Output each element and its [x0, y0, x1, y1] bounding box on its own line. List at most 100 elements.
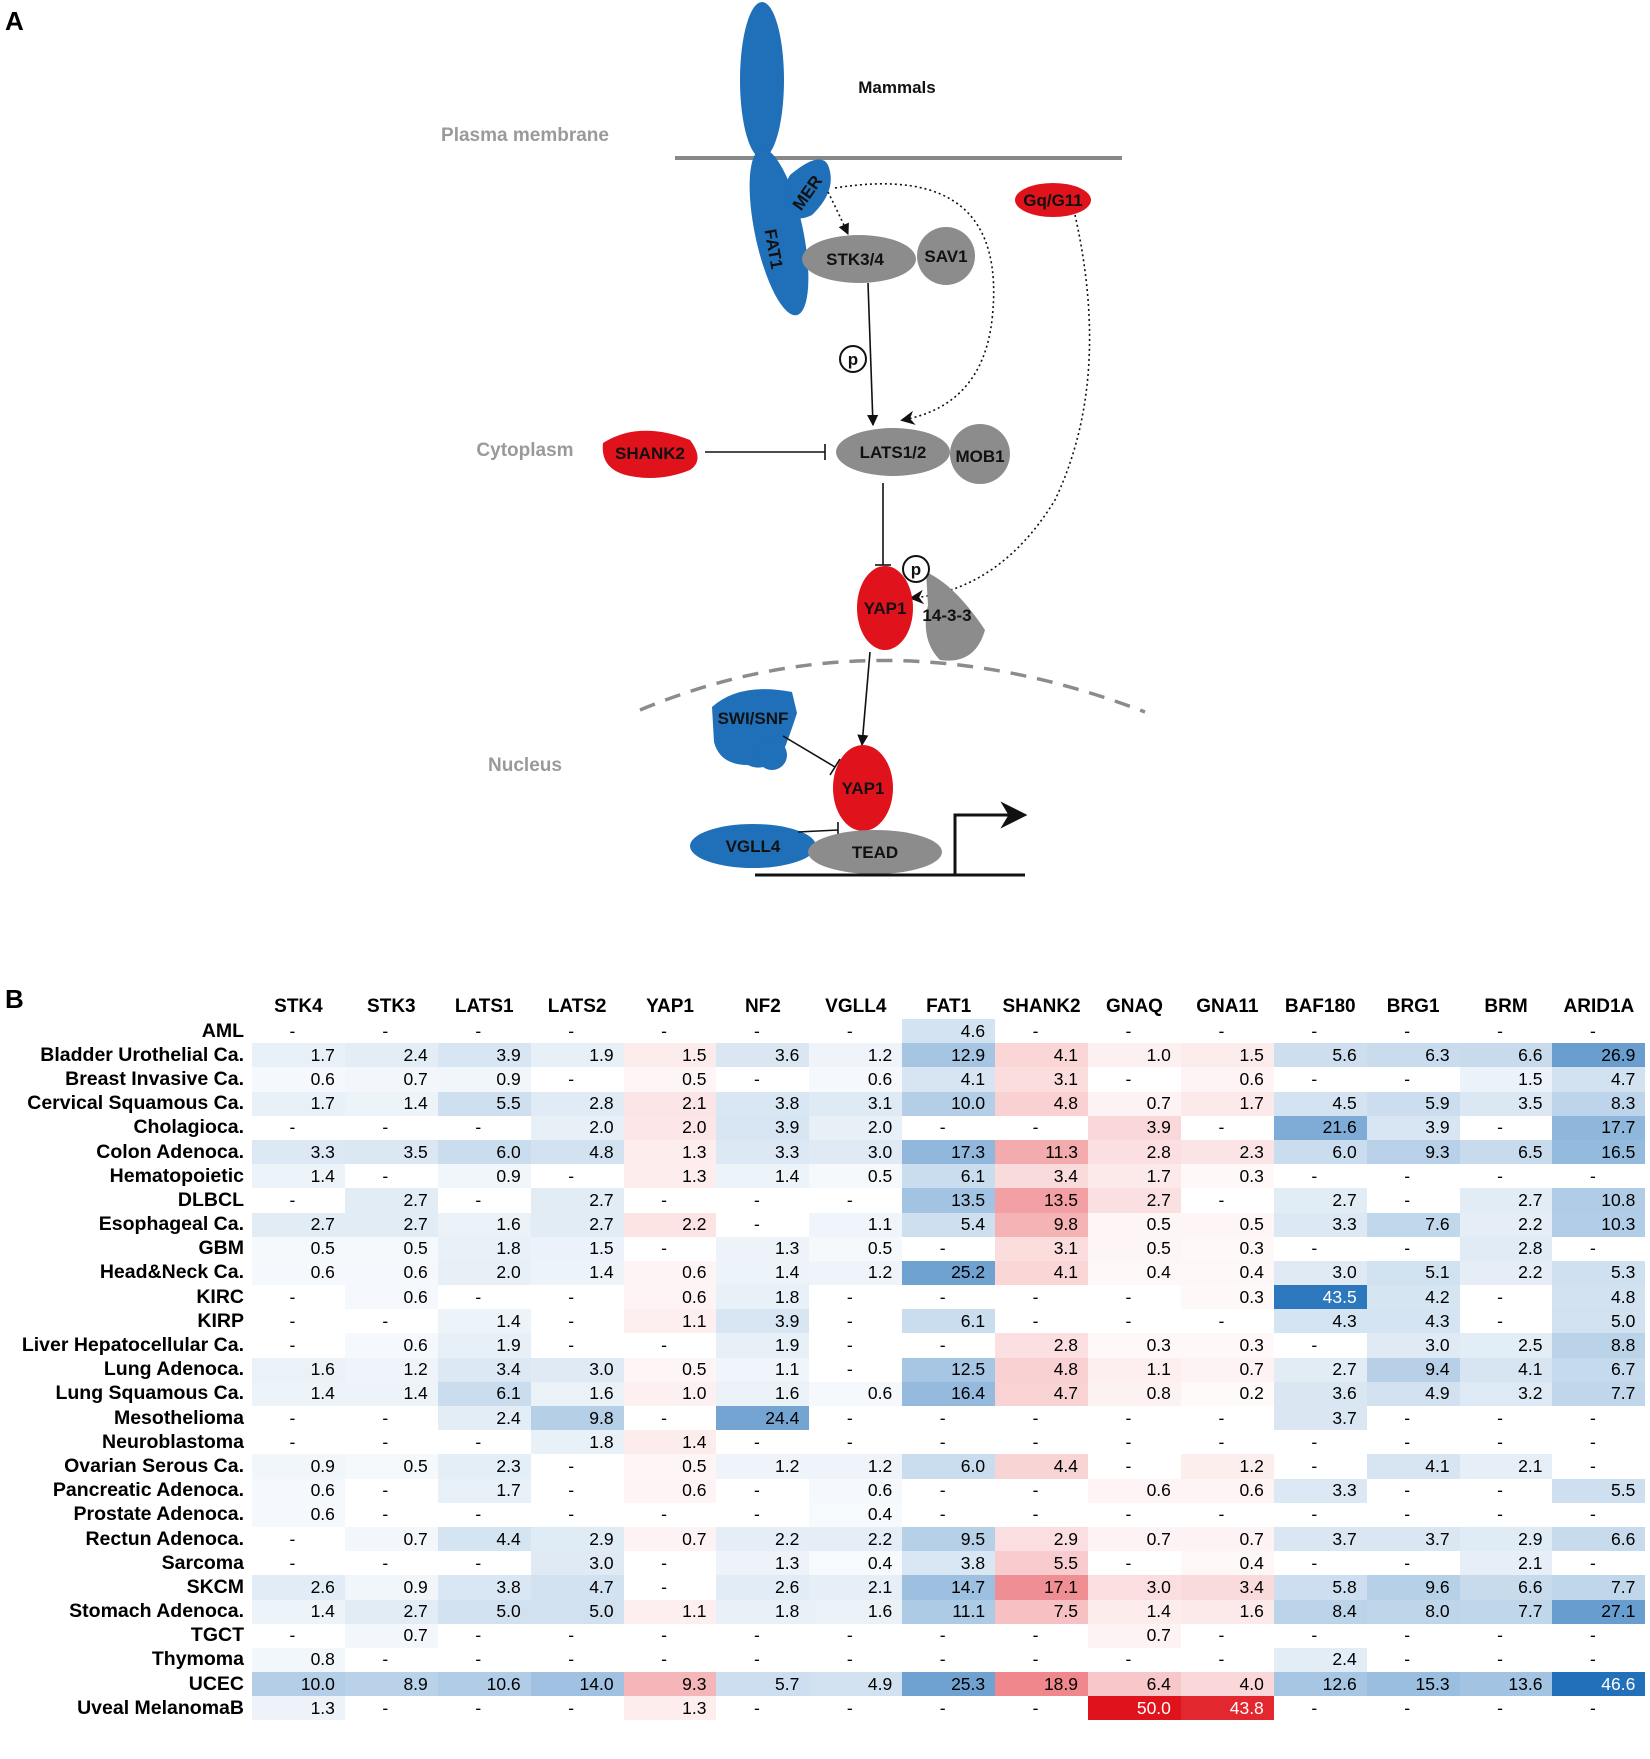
heatmap-cell: 8.9 [344, 1672, 438, 1697]
heatmap-cell: 1.1 [623, 1599, 717, 1624]
heatmap-cell: - [846, 1310, 853, 1331]
heatmap-cell: - [1125, 1407, 1132, 1428]
heatmap-cell: - [661, 1189, 667, 1210]
heatmap-cell: - [289, 1117, 296, 1138]
heatmap-cell: - [1218, 1431, 1225, 1452]
heatmap-cell: 15.3 [1366, 1672, 1460, 1697]
heatmap-cell: - [661, 1552, 667, 1573]
table-row: TGCT-0.7-------0.7----- [0, 1623, 1645, 1648]
heatmap-cell: 6.0 [902, 1454, 996, 1479]
heatmap-cell: 0.4 [1088, 1260, 1181, 1286]
row-label: Colon Adenoca. [96, 1140, 244, 1163]
heatmap-cell: 4.1 [902, 1067, 996, 1092]
heatmap-cell: 9.6 [1366, 1575, 1460, 1600]
heatmap-cell: - [475, 1552, 482, 1573]
shank2-label: SHANK2 [615, 444, 685, 463]
heatmap-cell: - [661, 1649, 667, 1670]
heatmap-cell: - [1497, 1625, 1503, 1646]
heatmap-cell: 7.7 [1552, 1575, 1646, 1600]
heatmap-cell: 1.4 [716, 1164, 810, 1189]
heatmap-cell: - [289, 1625, 296, 1646]
sav1-shape [917, 227, 975, 285]
region-cytoplasm: Cytoplasm [476, 440, 573, 461]
heatmap-cell: 0.8 [252, 1647, 345, 1673]
heatmap-cell: 24.4 [716, 1406, 810, 1431]
heatmap-cell: - [1497, 1310, 1503, 1331]
heatmap-cell: 0.7 [1180, 1526, 1274, 1552]
heatmap-cell: - [1497, 1286, 1503, 1307]
row-label: Stomach Adenoca. [69, 1600, 244, 1623]
heatmap-cell: - [1311, 1335, 1318, 1356]
heatmap-cell: 9.3 [623, 1672, 717, 1697]
column-header-arid1a: ARID1A [1563, 996, 1635, 1017]
heatmap-cell: 0.3 [1180, 1333, 1274, 1358]
heatmap-cell: - [1218, 1117, 1225, 1138]
heatmap-cell: 1.8 [530, 1430, 624, 1455]
heatmap-cell: 7.7 [1552, 1381, 1646, 1406]
heatmap-cell: 3.4 [995, 1164, 1089, 1189]
heatmap-cell: 1.3 [716, 1551, 810, 1576]
heatmap-cell: 1.2 [1180, 1454, 1274, 1479]
heatmap-cell: 2.8 [530, 1091, 624, 1116]
heatmap-cell: 1.4 [344, 1091, 438, 1116]
fat1-lower-lobe [749, 148, 809, 316]
mob1-label: MOB1 [955, 447, 1004, 466]
heatmap-cell: - [846, 1286, 853, 1307]
heatmap-cell: - [568, 1480, 575, 1501]
heatmap-cell: 1.4 [252, 1164, 345, 1189]
heatmap-cell: 1.4 [252, 1381, 345, 1406]
heatmap-cell: 2.1 [623, 1091, 717, 1116]
heatmap-cell: - [939, 1649, 946, 1670]
heatmap-cell: - [1311, 1455, 1318, 1476]
heatmap-cell: - [1590, 1625, 1596, 1646]
heatmap-cell: 0.4 [1180, 1260, 1274, 1286]
heatmap-cell: - [1125, 1455, 1132, 1476]
heatmap-cell: 21.6 [1273, 1115, 1367, 1140]
heatmap-cell: - [1590, 1431, 1596, 1452]
heatmap-cell: - [846, 1189, 853, 1210]
heatmap-cell: - [753, 1649, 760, 1670]
heatmap-cell: 1.7 [1088, 1164, 1181, 1189]
column-header-brg1: BRG1 [1386, 996, 1440, 1017]
heatmap-cell: 0.5 [1088, 1212, 1181, 1237]
heatmap-cell: 2.7 [1459, 1188, 1553, 1213]
heatmap-cell: - [753, 1697, 760, 1718]
heatmap-cell: 9.8 [530, 1406, 624, 1431]
heatmap-cell: 3.3 [1273, 1478, 1367, 1503]
row-label: Bladder Urothelial Ca. [40, 1043, 244, 1066]
heatmap-cell: - [1404, 1480, 1411, 1501]
fat1-upper-lobe [740, 2, 784, 158]
heatmap-cell: 2.3 [1180, 1139, 1274, 1165]
heatmap-cell: 3.7 [1366, 1526, 1460, 1552]
heatmap-cell: 3.5 [1459, 1091, 1553, 1116]
row-label: Head&Neck Ca. [99, 1261, 244, 1284]
heatmap-cell: - [289, 1335, 296, 1356]
row-label: GBM [198, 1237, 245, 1260]
heatmap-cell: - [753, 1020, 760, 1041]
heatmap-cell: 6.6 [1459, 1043, 1553, 1068]
heatmap-cell: 3.9 [437, 1043, 531, 1068]
heatmap-cell: 0.7 [1180, 1357, 1274, 1382]
stk34-label: STK3/4 [826, 250, 884, 269]
heatmap-cell: 13.5 [995, 1188, 1089, 1213]
heatmap-cell: 1.2 [716, 1454, 810, 1479]
yap1-cytoplasm-label: YAP1 [864, 599, 907, 618]
heatmap-cell: 3.9 [716, 1309, 810, 1334]
heatmap-cell: - [753, 1068, 760, 1089]
heatmap-cell: 0.5 [623, 1454, 717, 1479]
heatmap-cell: 6.0 [437, 1139, 531, 1165]
heatmap-cell: 3.3 [716, 1139, 810, 1165]
heatmap-cell: 0.6 [623, 1260, 717, 1286]
heatmap-cell: 7.6 [1366, 1212, 1460, 1237]
heatmap-cell: 1.7 [1180, 1091, 1274, 1116]
heatmap-cell: 1.2 [809, 1454, 903, 1479]
row-label: Esophageal Ca. [98, 1213, 244, 1236]
heatmap-cell: - [1404, 1697, 1411, 1718]
heatmap-cell: - [661, 1504, 667, 1525]
heatmap-cell: - [1311, 1068, 1318, 1089]
gq-g11-label: Gq/G11 [1023, 191, 1083, 210]
heatmap-cell: - [1311, 1020, 1318, 1041]
